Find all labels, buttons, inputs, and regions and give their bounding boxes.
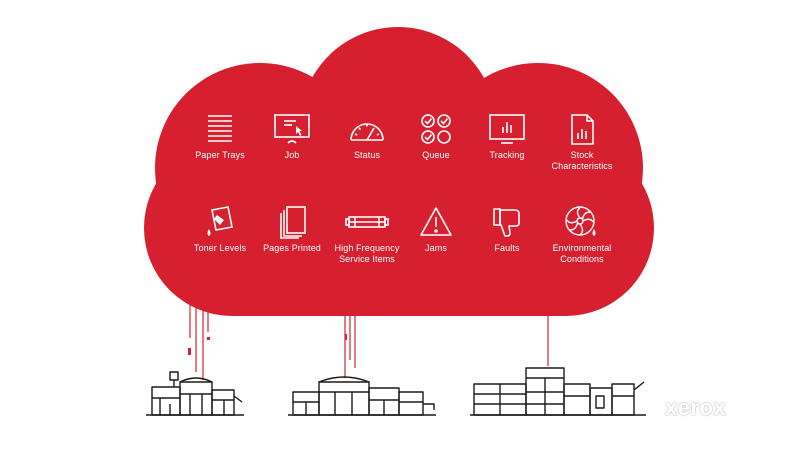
data-packets: [188, 334, 347, 355]
cloud-item-label: Jams: [425, 243, 447, 253]
cloud-item-pages-printed: Pages Printed: [237, 205, 347, 254]
cloud-item-label: Pages Printed: [263, 243, 321, 253]
production-printer-medium-icon: [288, 376, 436, 416]
production-printer-small-icon: [146, 371, 244, 416]
cloud-item-label: Toner Levels: [193, 243, 247, 253]
cloud-item-toner-levels: Toner Levels: [165, 205, 275, 254]
tracking-icon: [489, 114, 525, 144]
cloud-item-paper-trays: Paper Trays: [165, 112, 275, 161]
queue-icon: [421, 114, 451, 144]
stock-document-icon: [571, 114, 594, 145]
cloud-item-label: Faults: [494, 243, 520, 253]
cloud-item-jams: Jams: [381, 205, 491, 254]
cloud-item-faults: Faults: [452, 205, 562, 254]
connection-lines: [189, 296, 549, 380]
cloud-item-label: Status: [353, 150, 381, 160]
cloud-item-high-frequency-service-items: High Frequency Service Items: [312, 205, 422, 265]
cloud-item-label: High Frequency Service Items: [334, 243, 400, 264]
cloud-item-label: Stock Characteristics: [551, 150, 613, 171]
cloud-shape: [144, 27, 654, 316]
service-part-icon: [345, 216, 389, 228]
toner-icon: [207, 206, 233, 236]
paper-trays-icon: [208, 115, 232, 142]
job-icon: [274, 114, 310, 144]
environment-fan-icon: [565, 206, 596, 236]
cloud-item-tracking: Tracking: [452, 112, 562, 161]
cloud-item-queue: Queue: [381, 112, 491, 161]
cloud-item-label: Job: [284, 150, 300, 160]
xerox-logo: xerox: [665, 395, 727, 420]
cloud-item-job: Job: [237, 112, 347, 161]
status-gauge-icon: [350, 123, 384, 141]
cloud-item-stock-characteristics: Stock Characteristics: [527, 112, 637, 172]
cloud-item-label: Paper Trays: [195, 150, 245, 160]
cloud-item-label: Environmental Conditions: [552, 243, 612, 264]
cloud-item-status: Status: [312, 112, 422, 161]
cloud-item-label: Tracking: [489, 150, 525, 160]
production-printer-large-icon: [470, 367, 646, 416]
cloud-item-environmental-conditions: Environmental Conditions: [527, 205, 637, 265]
cloud-item-label: Queue: [422, 150, 450, 160]
pages-icon: [280, 206, 306, 239]
warning-icon: [420, 207, 452, 236]
thumbs-down-icon: [493, 208, 520, 237]
